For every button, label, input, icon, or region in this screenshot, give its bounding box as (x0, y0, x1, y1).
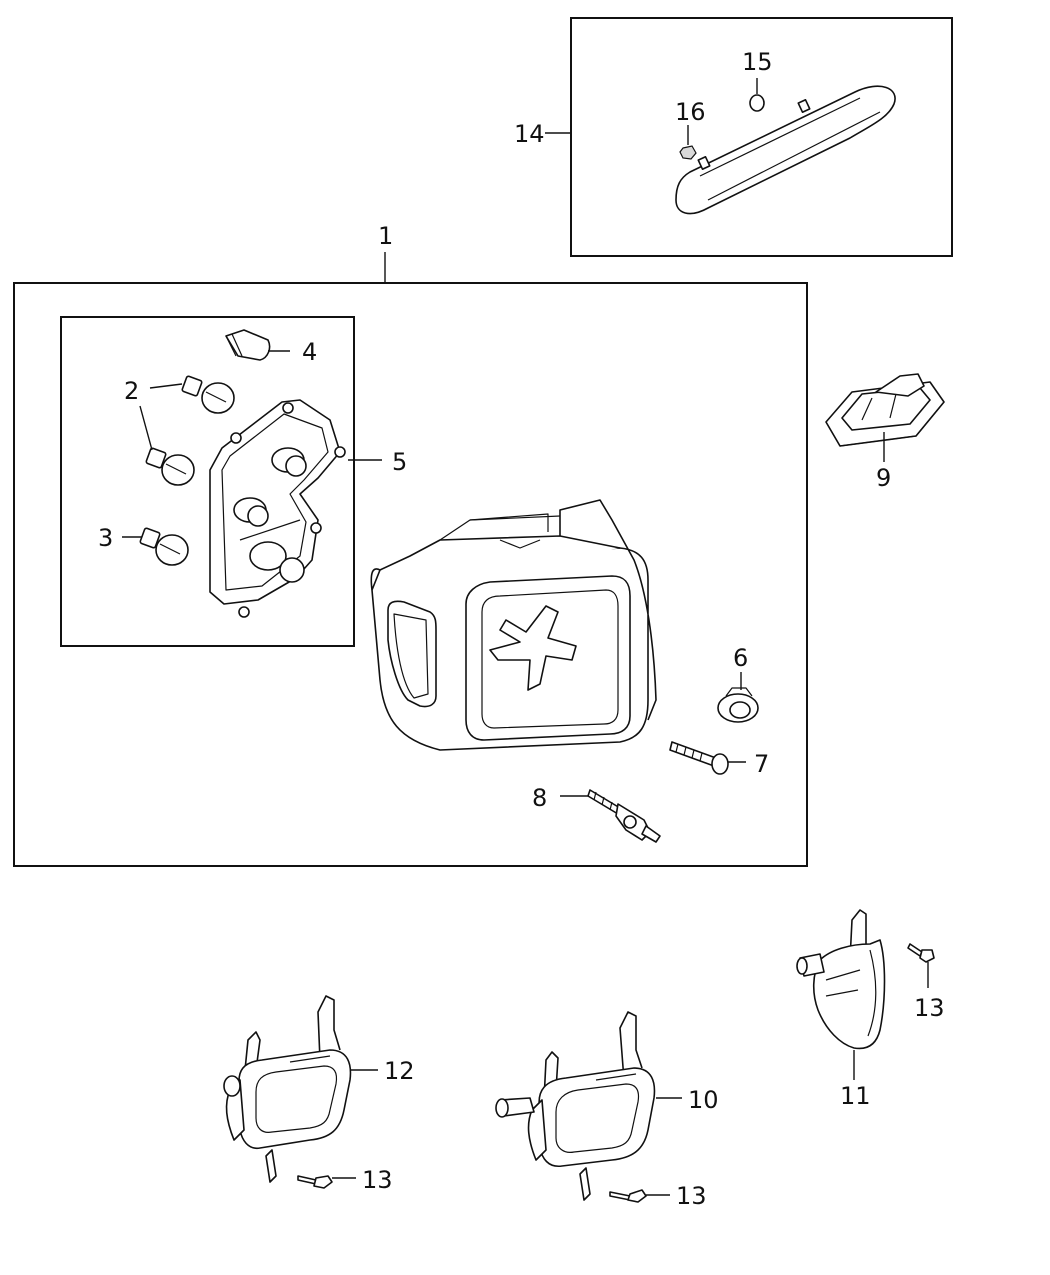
callout-1: 1 (378, 222, 393, 250)
high-mount-lamp-group: 14 15 16 (514, 17, 953, 257)
screw-13a (297, 1175, 333, 1189)
grommet-15 (749, 94, 765, 112)
callout-6: 6 (733, 644, 748, 672)
fog-lamp-11 (796, 909, 886, 1050)
screw-7 (669, 741, 729, 775)
callout-16: 16 (675, 98, 706, 126)
fog-lamp-12 (223, 995, 352, 1183)
callout-8: 8 (532, 784, 547, 812)
tail-lamp-assembly-group: 1 4 2 (13, 222, 808, 867)
callout-11: 11 (840, 1082, 871, 1110)
callout-13a: 13 (362, 1166, 393, 1194)
fog-lamp-10 (495, 1011, 656, 1201)
screw-13c (907, 943, 935, 963)
lamp-lens-frame (465, 575, 631, 741)
bulb-socket-box (60, 316, 355, 647)
callout-3: 3 (98, 524, 113, 552)
callout-2: 2 (124, 377, 139, 405)
bulb-socket-plate-5 (209, 399, 346, 618)
callout-10: 10 (688, 1086, 719, 1114)
x-lens-graphic (489, 605, 577, 691)
nut-16 (679, 145, 697, 160)
callout-5: 5 (392, 448, 407, 476)
callout-7: 7 (754, 750, 769, 778)
high-mount-stop-lamp (675, 85, 896, 215)
adjuster-stud-8 (587, 789, 661, 843)
callout-15: 15 (742, 48, 773, 76)
group-1-box (13, 282, 808, 867)
group-14-box (570, 17, 953, 257)
bulb-3 (139, 527, 189, 566)
license-lamp-9 (825, 373, 945, 447)
bulb-2-lower (145, 447, 195, 486)
screw-13b (609, 1189, 647, 1203)
callout-12: 12 (384, 1057, 415, 1085)
callout-13c: 13 (914, 994, 945, 1022)
callout-4: 4 (302, 338, 317, 366)
callout-9: 9 (876, 464, 891, 492)
bulb-2-upper (181, 375, 235, 414)
side-reflector (387, 600, 437, 708)
grommet-6 (717, 687, 759, 723)
wedge-bulb-4 (225, 329, 271, 361)
callout-13b: 13 (676, 1182, 707, 1210)
tail-lamp-housing (370, 499, 657, 751)
callout-14: 14 (514, 120, 545, 148)
